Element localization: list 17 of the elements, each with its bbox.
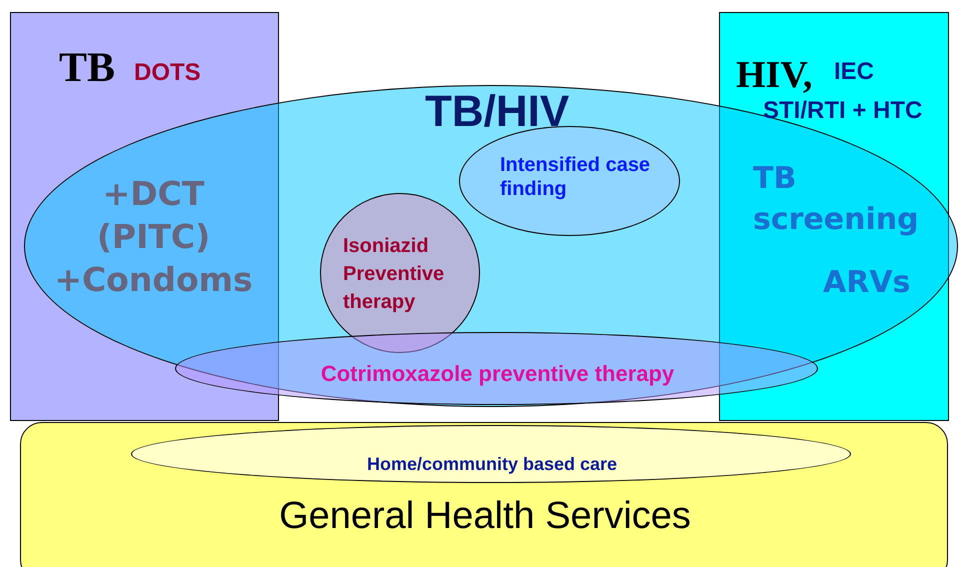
panel-heading: TB [59,44,116,93]
activity-label: Intensified case finding [500,153,652,201]
activity-label: Isoniazid Preventive therapy [343,234,446,315]
panel-heading: HIV, [736,53,814,98]
base-heading: General Health Services [278,494,692,539]
program-panel [10,12,279,421]
strategy-label: STI/RTI + HTC [763,97,924,126]
care-label: Home/community based care [366,454,618,476]
strategy-label: IEC [834,58,876,87]
overlap-heading: TB/HIV [425,86,570,138]
program-panel [719,12,949,421]
activity-label: Cotrimoxazole preventive therapy [320,361,676,388]
service-label: ARVs [823,265,912,301]
service-label: TB screening [753,160,920,238]
services-base-box [20,422,948,567]
strategy-label: DOTS [134,59,202,88]
service-list: +DCT (PITC) +Condoms [46,173,261,302]
